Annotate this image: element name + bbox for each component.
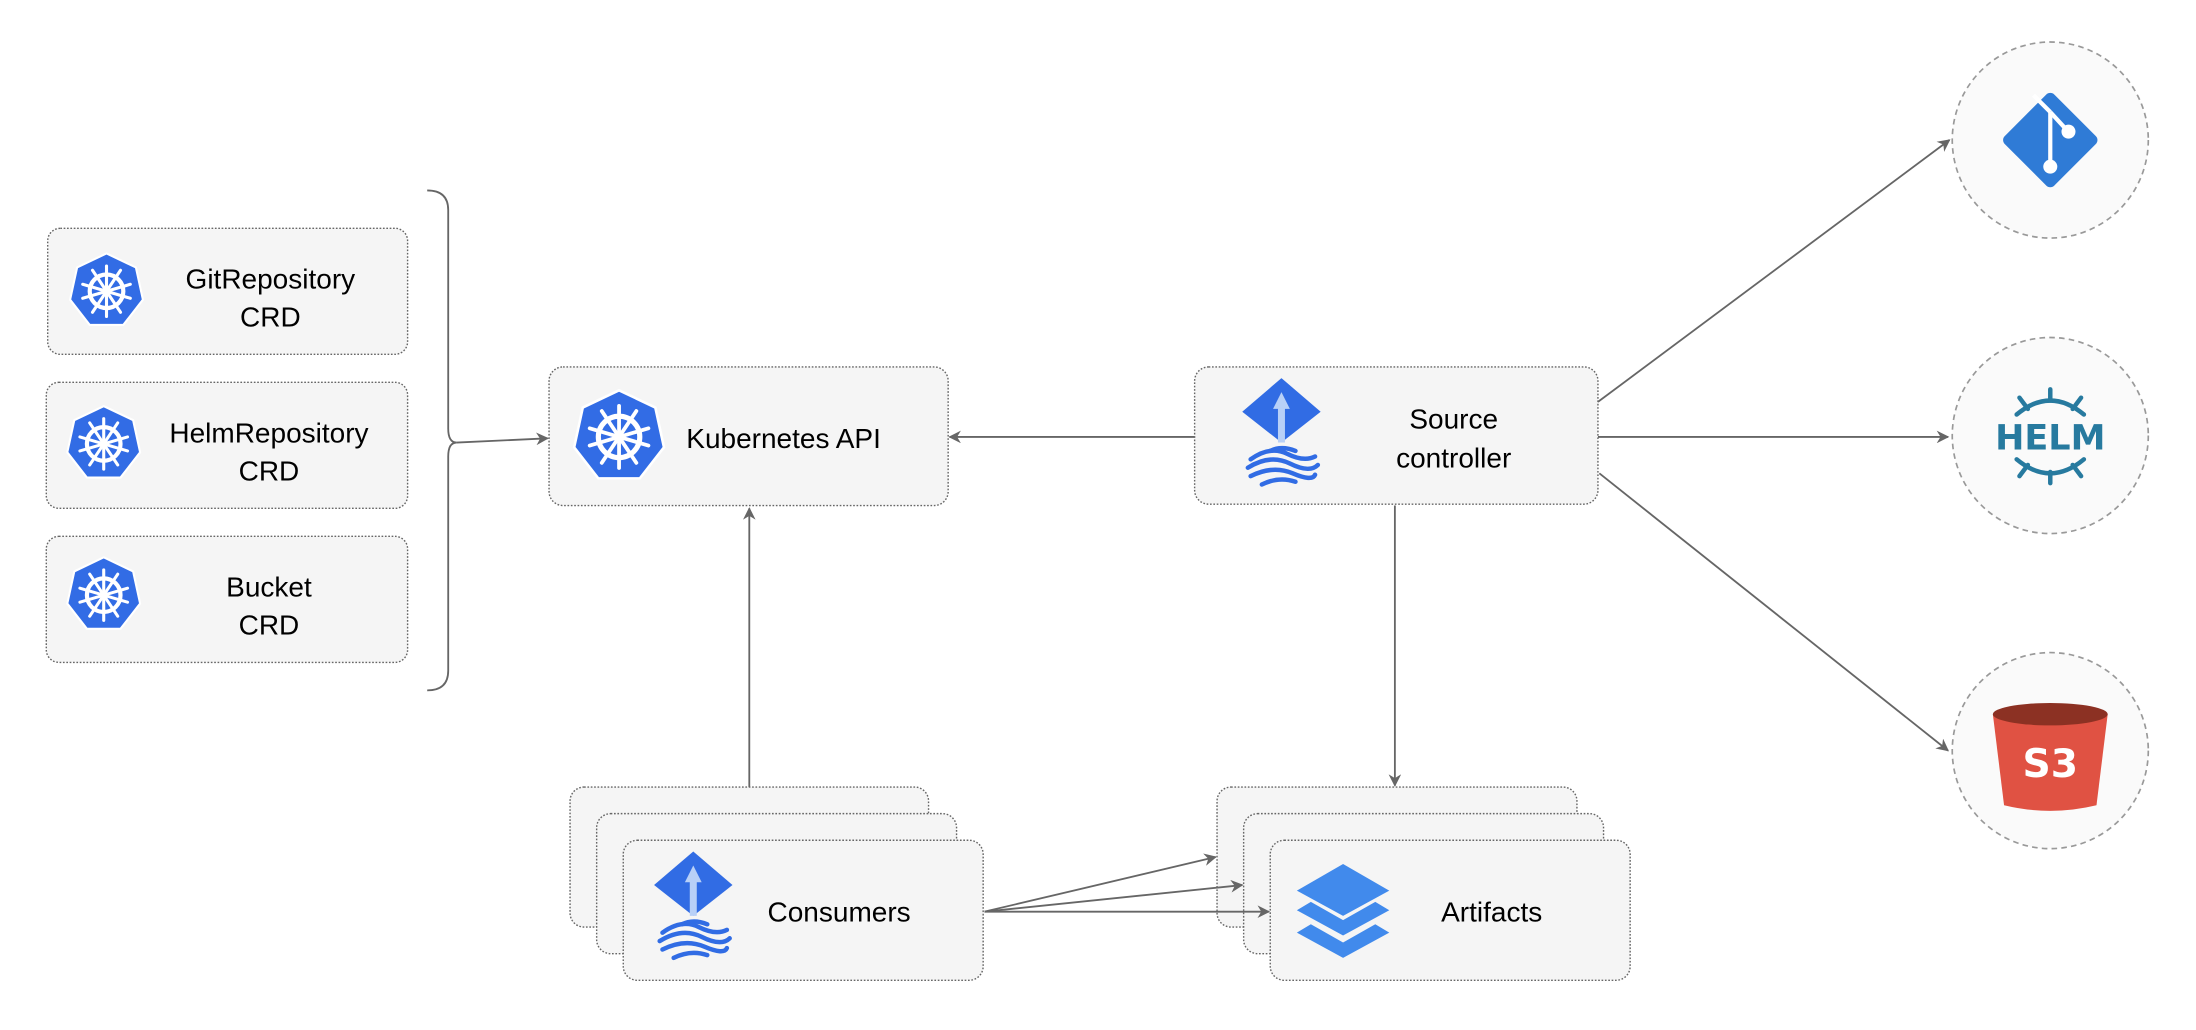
edge-source-controller-to-s3 xyxy=(1598,472,1950,752)
crd-bracket xyxy=(427,189,457,692)
git-source-node[interactable] xyxy=(1951,41,2150,239)
helm-icon: HELM xyxy=(1995,387,2105,486)
edge-source-controller-to-git xyxy=(1597,139,1951,403)
artifacts-node[interactable]: Artifacts xyxy=(1216,786,1631,981)
helm-repository-crd-node[interactable]: HelmRepository CRD xyxy=(45,381,409,510)
node-label: Source xyxy=(1409,404,1498,435)
node-label: HelmRepository xyxy=(169,418,368,449)
git-icon xyxy=(2003,92,2098,188)
helm-logo-text: HELM xyxy=(1995,419,2105,459)
kubernetes-api-node[interactable]: Kubernetes API xyxy=(548,366,949,507)
edge-crds-to-kubernetes-api xyxy=(456,432,549,446)
node-sublabel: CRD xyxy=(240,301,301,332)
bucket-crd-node[interactable]: Bucket CRD xyxy=(45,535,409,664)
node-label: Bucket xyxy=(226,572,312,603)
source-controller-node[interactable]: Source controller xyxy=(1193,366,1599,505)
node-sublabel: CRD xyxy=(239,609,300,640)
s3-source-node[interactable]: S3 xyxy=(1951,651,2150,850)
node-sublabel: controller xyxy=(1396,443,1511,474)
node-sublabel: CRD xyxy=(239,455,300,486)
consumers-node[interactable]: Consumers xyxy=(569,786,984,981)
node-label: Kubernetes API xyxy=(686,423,881,454)
layers-icon xyxy=(1296,864,1390,958)
s3-logo-text: S3 xyxy=(2023,742,2079,787)
s3-bucket-icon: S3 xyxy=(1992,703,2108,811)
edge-consumers-to-artifacts-1 xyxy=(984,853,1217,913)
node-label: Artifacts xyxy=(1441,896,1542,927)
git-repository-crd-node[interactable]: GitRepository CRD xyxy=(46,227,409,356)
helm-source-node[interactable]: HELM xyxy=(1951,336,2150,535)
node-label: GitRepository xyxy=(186,263,356,294)
node-label: Consumers xyxy=(768,896,911,927)
edge-consumers-to-artifacts-2 xyxy=(984,879,1244,913)
